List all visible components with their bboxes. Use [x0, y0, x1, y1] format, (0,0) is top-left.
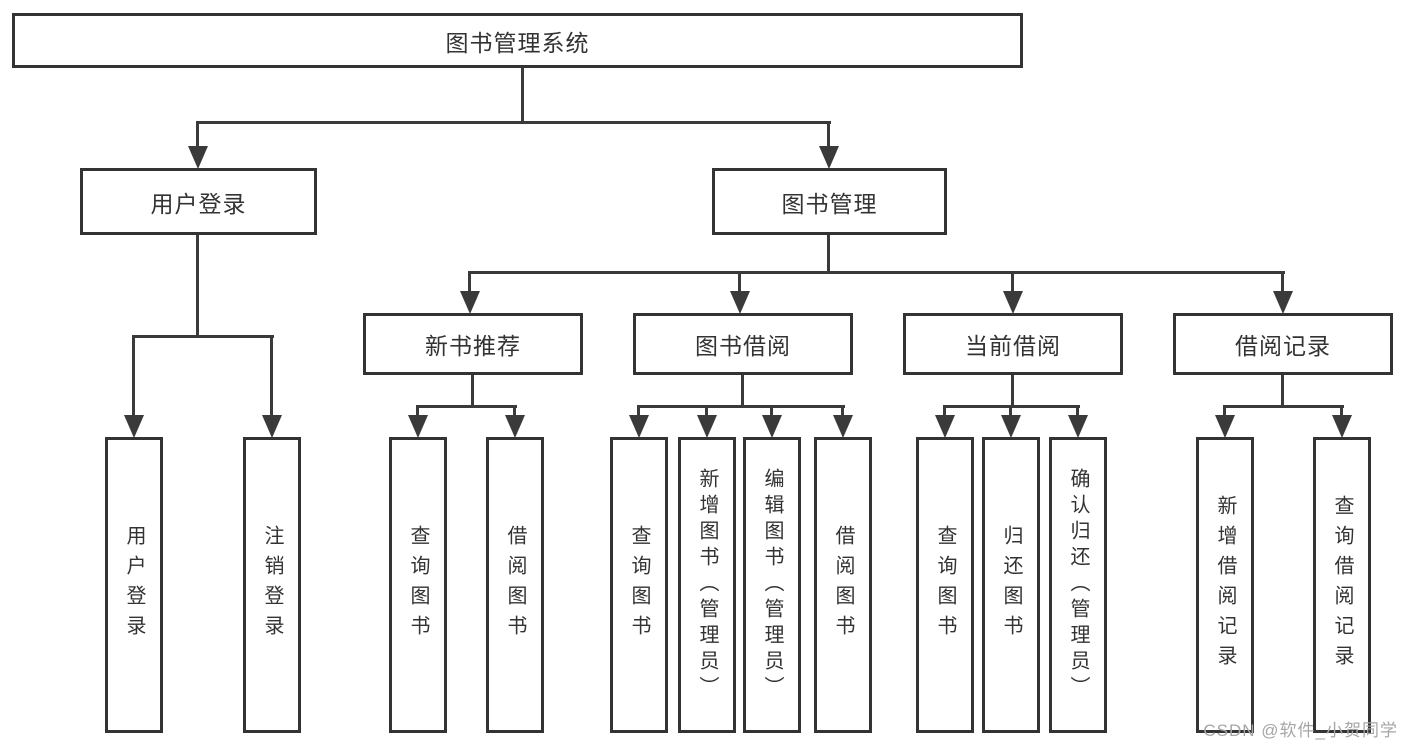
connector-line	[827, 235, 830, 274]
node-root-label: 图书管理系统	[445, 29, 590, 56]
arrowhead	[1003, 291, 1023, 314]
connector-line	[770, 405, 773, 419]
connector-line	[1223, 405, 1344, 408]
arrowhead	[730, 291, 750, 314]
connector-line	[468, 271, 1285, 274]
connector-line	[637, 405, 845, 408]
arrowhead	[1273, 291, 1293, 314]
connector-line	[416, 405, 517, 408]
connector-line	[1340, 405, 1343, 419]
connector-line	[738, 271, 741, 295]
connector-line	[827, 121, 830, 150]
leaf-bb-edit-book: 编辑图书（管理员）	[743, 437, 801, 733]
arrowhead	[629, 415, 649, 438]
leaf-logout: 注销登录	[243, 437, 301, 733]
leaf-bb-borrow-book-label: 借阅图书	[832, 525, 854, 645]
connector-line	[1281, 375, 1284, 408]
node-book-borrow: 图书借阅	[633, 313, 853, 375]
leaf-cb-return-book-label: 归还图书	[1000, 525, 1022, 645]
leaf-logout-label: 注销登录	[261, 525, 283, 645]
connector-line	[1281, 271, 1284, 295]
leaf-br-add-record: 新增借阅记录	[1196, 437, 1254, 733]
connector-line	[943, 405, 946, 419]
arrowhead	[1001, 415, 1021, 438]
node-root: 图书管理系统	[12, 13, 1023, 68]
leaf-bb-add-book: 新增图书（管理员）	[678, 437, 736, 733]
leaf-rec-borrow-book-label: 借阅图书	[504, 525, 526, 645]
leaf-cb-return-book: 归还图书	[982, 437, 1040, 733]
connector-line	[416, 405, 419, 419]
arrowhead	[1332, 415, 1352, 438]
leaf-cb-confirm-return-label: 确认归还（管理员）	[1067, 468, 1089, 702]
leaf-bb-edit-book-label: 编辑图书（管理员）	[761, 468, 783, 702]
leaf-bb-query-book-label: 查询图书	[628, 525, 650, 645]
connector-line	[132, 335, 135, 419]
connector-line	[1011, 375, 1014, 408]
node-current-borrow: 当前借阅	[903, 313, 1123, 375]
node-book-mgmt: 图书管理	[712, 168, 947, 235]
connector-line	[637, 405, 640, 419]
leaf-br-query-record: 查询借阅记录	[1313, 437, 1371, 733]
connector-line	[468, 271, 471, 295]
arrowhead	[1215, 415, 1235, 438]
leaf-bb-query-book: 查询图书	[610, 437, 668, 733]
leaf-br-add-record-label: 新增借阅记录	[1214, 495, 1236, 675]
arrowhead	[262, 415, 282, 438]
connector-line	[1223, 405, 1226, 419]
node-new-book-rec-label: 新书推荐	[425, 333, 521, 359]
arrowhead	[188, 146, 208, 169]
node-book-borrow-label: 图书借阅	[695, 333, 791, 359]
connector-line	[196, 235, 199, 338]
arrowhead	[460, 291, 480, 314]
connector-line	[513, 405, 516, 419]
node-user-login-label: 用户登录	[150, 190, 247, 217]
connector-line	[132, 335, 274, 338]
node-borrow-record: 借阅记录	[1173, 313, 1393, 375]
arrowhead	[833, 415, 853, 438]
connector-line	[1009, 405, 1012, 419]
leaf-cb-query-book: 查询图书	[916, 437, 974, 733]
leaf-rec-borrow-book: 借阅图书	[486, 437, 544, 733]
node-book-mgmt-label: 图书管理	[781, 190, 878, 217]
connector-line	[841, 405, 844, 419]
leaf-rec-query-book: 查询图书	[389, 437, 447, 733]
node-new-book-rec: 新书推荐	[363, 313, 583, 375]
connector-line	[741, 375, 744, 408]
arrowhead	[819, 146, 839, 169]
connector-line	[1076, 405, 1079, 419]
connector-line	[1011, 271, 1014, 295]
leaf-bb-add-book-label: 新增图书（管理员）	[696, 468, 718, 702]
arrowhead	[505, 415, 525, 438]
node-borrow-record-label: 借阅记录	[1235, 333, 1331, 359]
connector-line	[196, 121, 831, 124]
leaf-rec-query-book-label: 查询图书	[407, 525, 429, 645]
csdn-watermark: CSDN @软件_小贺同学	[1203, 721, 1398, 740]
leaf-cb-query-book-label: 查询图书	[934, 525, 956, 645]
arrowhead	[935, 415, 955, 438]
leaf-user-login: 用户登录	[105, 437, 163, 733]
connector-line	[705, 405, 708, 419]
arrowhead	[1068, 415, 1088, 438]
arrowhead	[408, 415, 428, 438]
connector-line	[196, 121, 199, 150]
leaf-br-query-record-label: 查询借阅记录	[1331, 495, 1353, 675]
arrowhead	[124, 415, 144, 438]
arrowhead	[697, 415, 717, 438]
leaf-user-login-label: 用户登录	[123, 525, 145, 645]
node-current-borrow-label: 当前借阅	[965, 333, 1061, 359]
leaf-bb-borrow-book: 借阅图书	[814, 437, 872, 733]
leaf-cb-confirm-return: 确认归还（管理员）	[1049, 437, 1107, 733]
arrowhead	[762, 415, 782, 438]
connector-line	[270, 335, 273, 419]
connector-line	[471, 375, 474, 408]
node-user-login: 用户登录	[80, 168, 317, 235]
connector-line	[521, 68, 524, 124]
